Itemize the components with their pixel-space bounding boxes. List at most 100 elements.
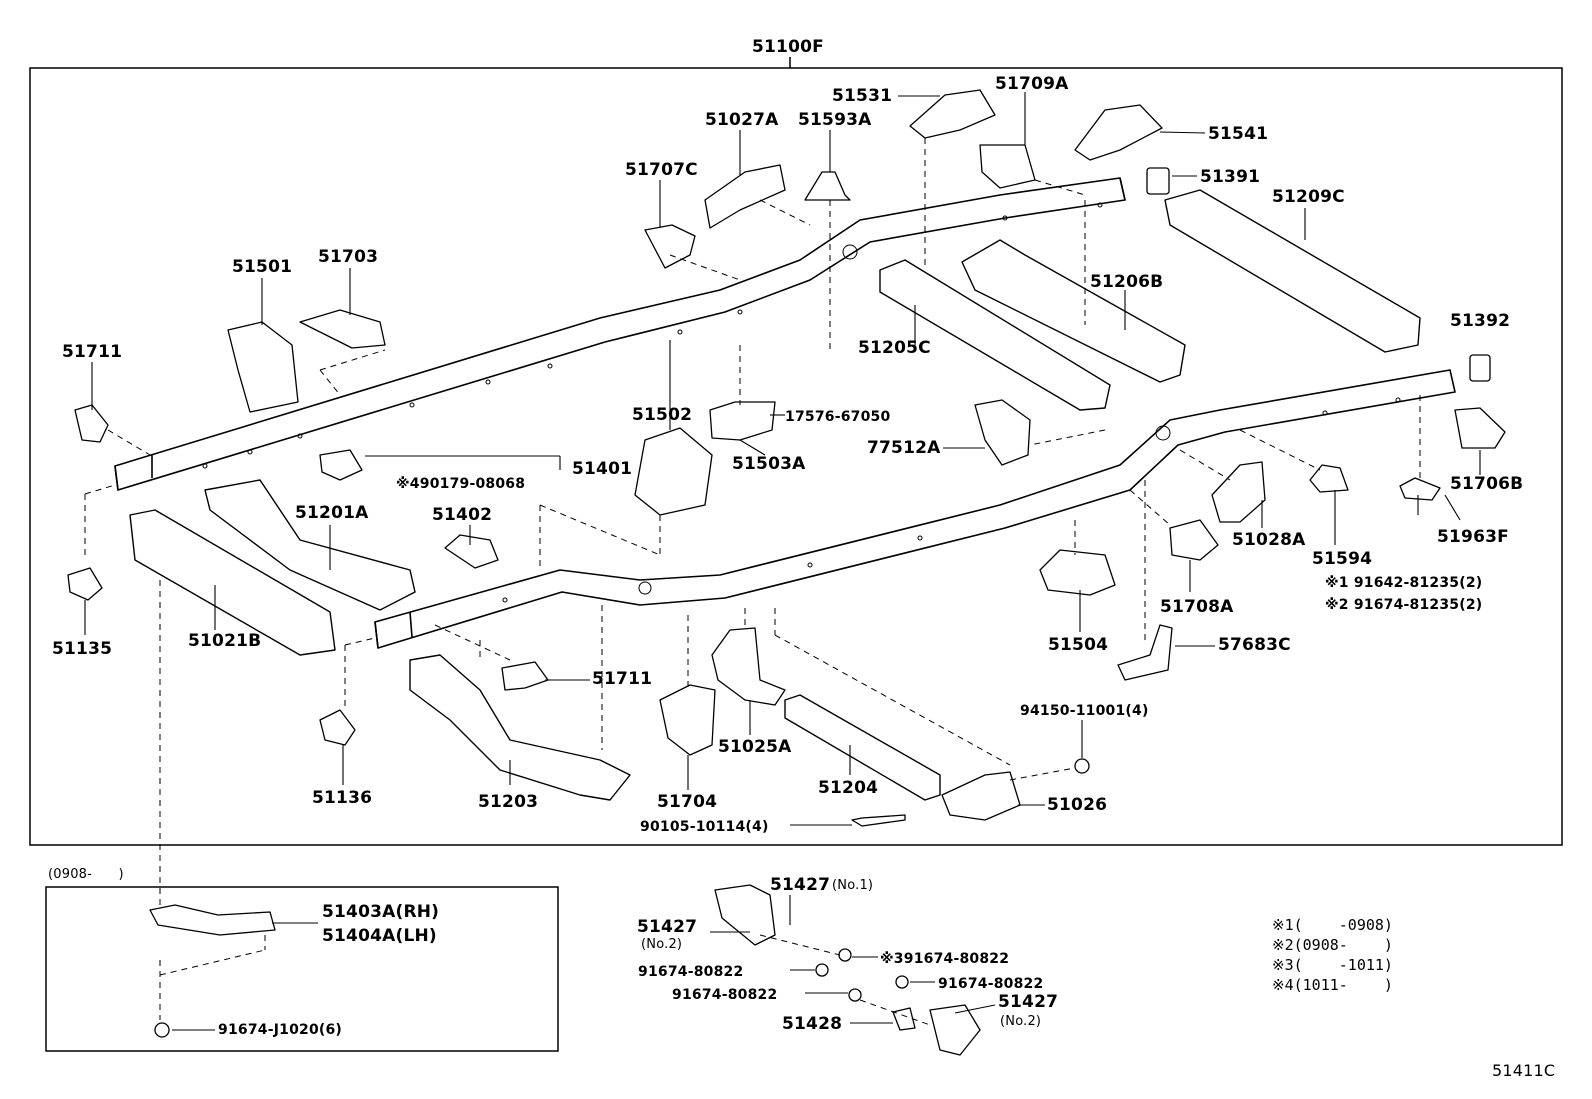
crossmember-51209c [1164,189,1421,353]
bracket-51136 [319,709,356,746]
part-label-91674-80822-c: 91674-80822 [938,976,1044,992]
part-label-51502: 51502 [632,405,693,425]
part-label-51593a: 51593A [798,110,872,130]
part-label-17576: 17576-67050 [785,409,891,425]
bracket-51593a [804,171,851,201]
part-label-51201a: 51201A [295,503,369,523]
bracket-51708a [1169,519,1219,561]
main-assembly-border [29,67,1563,846]
bracket-51504 [1039,549,1116,596]
bracket-51594 [1309,464,1349,493]
part-label-51709a: 51709A [995,74,1069,94]
part-label-91674-80822-b: 91674-80822 [638,964,744,980]
bracket-51703 [299,309,386,349]
bracket-51502 [634,427,713,516]
part-label-51711b: 51711 [592,669,653,689]
part-label-51206b: 51206B [1090,272,1164,292]
bolt-91674-a [838,948,852,962]
footnote-2: ※2(0908- ) [1272,936,1393,954]
left-frame-rail [114,177,1126,491]
part-label-51428: 51428 [782,1014,843,1034]
part-label-94150: 94150-11001(4) [1020,703,1149,719]
part-label-51963f: 51963F [1437,527,1509,547]
crossmember-51206b [961,239,1186,383]
part-label-51401: 51401 [572,459,633,479]
bracket-51709a [979,144,1036,189]
nut-94150 [1074,758,1090,774]
footnote-3: ※3( -1011) [1272,956,1393,974]
main-assembly-label: 51100F [752,37,824,57]
part-label-51708a: 51708A [1160,597,1234,617]
part-label-51136: 51136 [312,788,373,808]
part-label-57683c: 57683C [1218,635,1291,655]
bolt-91674-d [848,988,862,1002]
part-label-51711a: 51711 [62,342,123,362]
part-label-51027a: 51027A [705,110,779,130]
part-label-51028a: 51028A [1232,530,1306,550]
bolt-90105 [851,814,906,827]
bracket-51025a [711,627,786,706]
part-label-51427-no1: 51427 [770,875,831,895]
part-label-90105: 90105-10114(4) [640,819,769,835]
crossmember-51203 [409,654,631,801]
bracket-51027a [704,164,786,229]
part-label-51203: 51203 [478,792,539,812]
part-label-51594: 51594 [1312,549,1373,569]
bracket-51401 [319,449,363,481]
bracket-51427-no2 [929,1004,981,1056]
inset-period-label: (0908- ) [48,867,124,882]
bolt-91674j [154,1022,170,1038]
part-label-51391: 51391 [1200,167,1261,187]
part-label-51531: 51531 [832,86,893,106]
crossmember-51204 [784,694,941,801]
part-label-51135: 51135 [52,639,113,659]
bracket-51531 [909,89,996,139]
crossmember-51201a [204,479,416,611]
part-label-51404a: 51404A(LH) [322,926,437,946]
bracket-51963f [1399,477,1441,501]
part-label-51026: 51026 [1047,795,1108,815]
part-label-51703: 51703 [318,247,379,267]
part-label-51403a: 51403A(RH) [322,902,440,922]
part-label-51541: 51541 [1208,124,1269,144]
part-label-51706b: 51706B [1450,474,1524,494]
part-label-51707c: 51707C [625,160,698,180]
part-label-51427-no2b: 51427 [998,992,1059,1012]
part-label-51204: 51204 [818,778,879,798]
part-label-51205c: 51205C [858,338,931,358]
part-label-51504: 51504 [1048,635,1109,655]
bracket-51711a [74,404,109,443]
bracket-51028a [1211,461,1266,523]
bolt-91674-b [815,963,829,977]
part-label-51021b: 51021B [188,631,262,651]
part-label-51209c: 51209C [1272,187,1345,207]
inset-border [45,886,559,1052]
bracket-77512a [974,399,1031,466]
footnote-1: ※1( -0908) [1272,916,1393,934]
crossmember-51021b [129,509,336,656]
part-label-51427-no2a: 51427 [637,917,698,937]
bracket-51501 [227,321,299,413]
bracket-51026 [941,771,1021,821]
block-51392 [1469,354,1491,382]
part-label-91674-81235: ※2 91674-81235(2) [1325,597,1483,613]
part-label-51427-no2b-sub: (No.2) [1000,1014,1042,1029]
part-label-51501: 51501 [232,257,293,277]
bracket-51541 [1074,104,1163,161]
part-label-77512a: 77512A [867,438,941,458]
part-label-91674-j1020: 91674-J1020(6) [218,1022,343,1038]
crossmember-51205c [879,259,1111,411]
bracket-51428 [892,1007,916,1031]
bracket-51402 [444,534,499,569]
block-51391 [1146,167,1170,195]
bracket-51707c [644,224,696,269]
part-label-51503a: 51503A [732,454,806,474]
part-label-51427-no2a-sub: (No.2) [641,937,683,952]
bracket-57683c [1117,624,1173,681]
bracket-51503a [709,401,776,441]
bracket-51135 [67,567,103,601]
part-label-51025a: 51025A [718,737,792,757]
part-label-51704: 51704 [657,792,718,812]
footnote-4: ※4(1011- ) [1272,976,1393,994]
